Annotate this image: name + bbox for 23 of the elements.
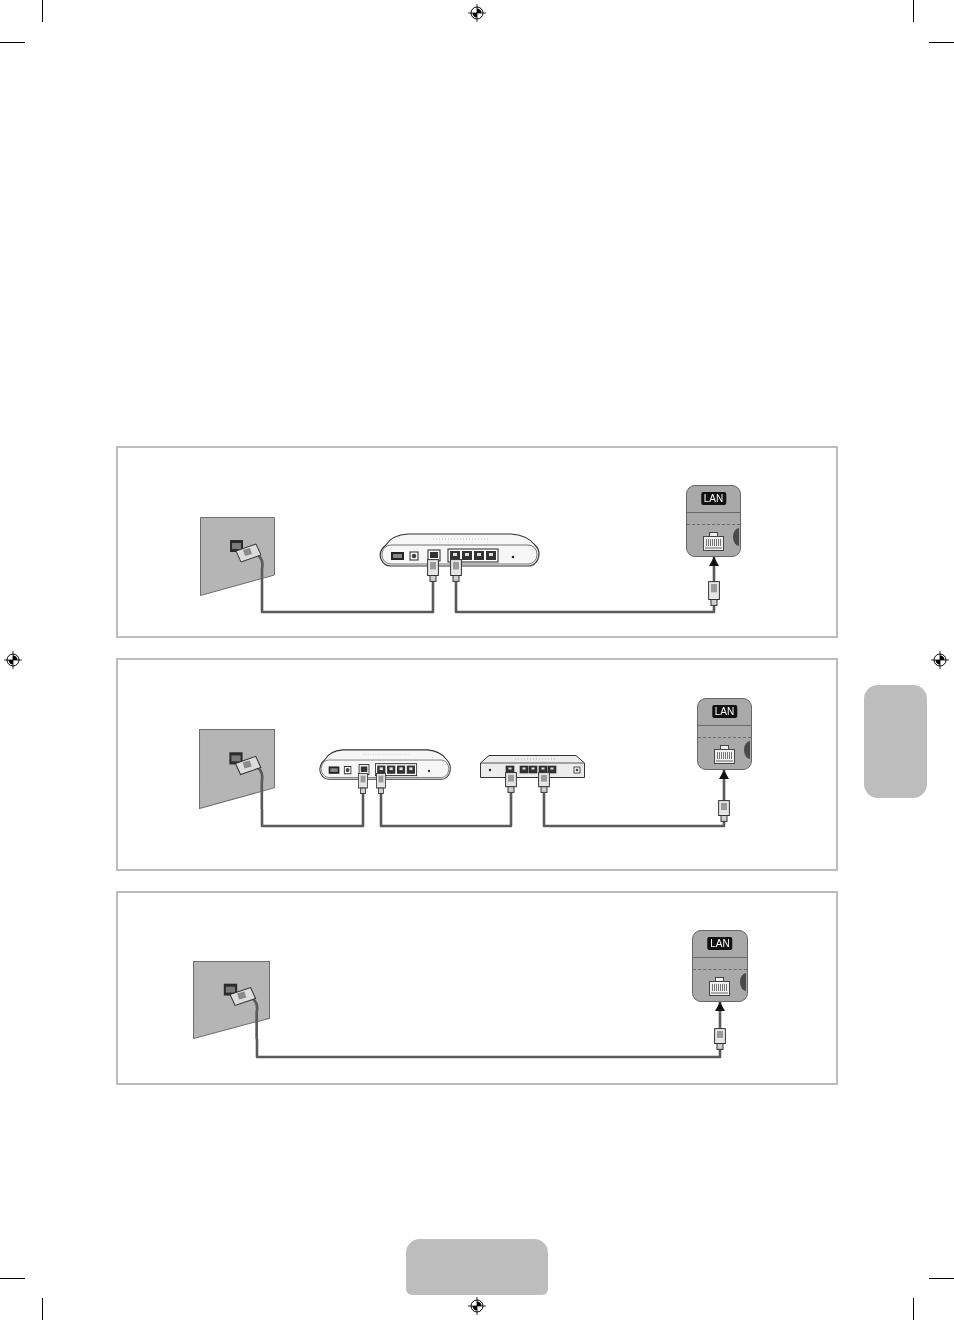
port-label: LAN: [707, 937, 733, 950]
page-tab: [406, 1239, 548, 1295]
lan-port-panel: [697, 698, 752, 770]
wall-outlet-drawing: [200, 517, 275, 596]
port-label: LAN: [700, 492, 727, 505]
router-drawing: [378, 533, 541, 582]
side-tab: [864, 685, 927, 798]
network-cable: [379, 793, 513, 828]
cable-arrow: [255, 1002, 725, 1059]
wall-outlet-drawing: [199, 729, 275, 809]
network-cable: [260, 794, 365, 828]
panel-frame: [116, 891, 838, 1085]
lan-port-panel: [686, 485, 741, 557]
port-label: LAN: [711, 705, 738, 718]
network-cable: [260, 582, 435, 614]
panel-frame: [116, 446, 838, 638]
network-switch-drawing: [480, 755, 585, 793]
router-drawing: [318, 749, 452, 794]
lan-port-panel: [692, 930, 748, 1002]
panel-frame: [116, 658, 838, 871]
cable-arrow: [454, 557, 719, 614]
wall-outlet-drawing: [193, 961, 270, 1039]
cable-arrow: [542, 770, 729, 828]
